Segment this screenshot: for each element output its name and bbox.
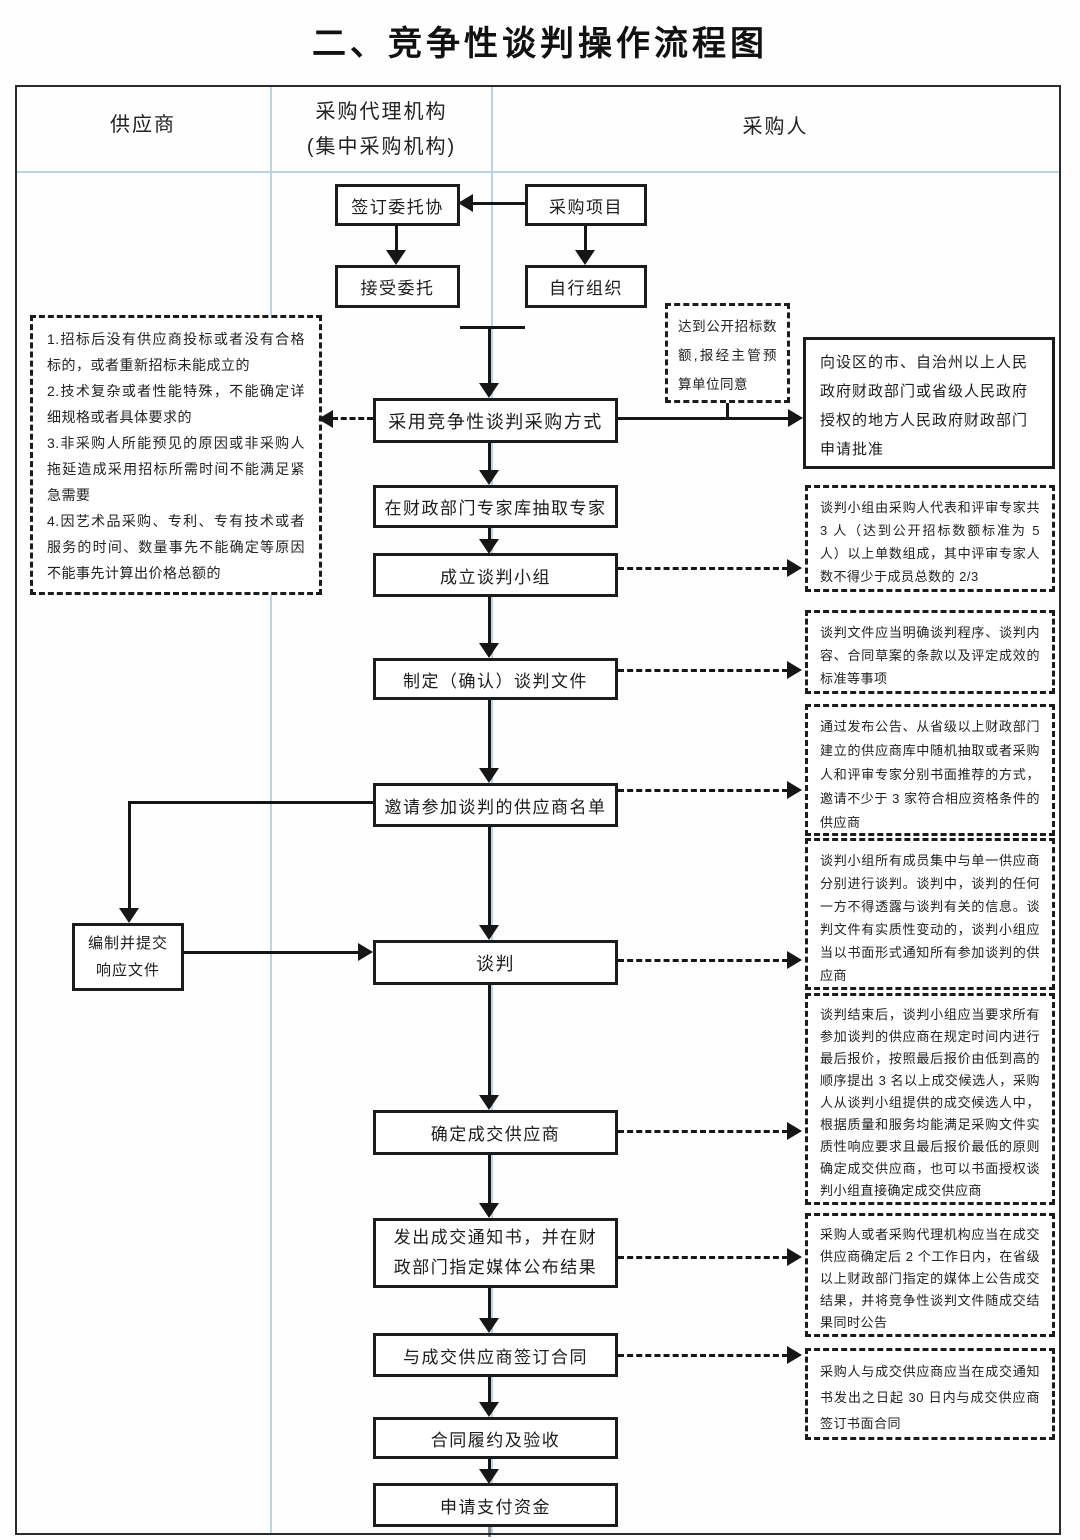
annotation-reason-3: 3.非采购人所能预见的原因或非采购人拖延造成采用招标所需时间不能满足紧急需要: [47, 435, 305, 503]
arrowhead-right-contract-to-deadline: [787, 1346, 802, 1364]
arrowhead-down-determine-to-notice: [479, 1203, 499, 1218]
connector-contract-to-deadline: [618, 1354, 788, 1357]
annotation-reason-4: 4.因艺术品采购、专利、专有技术或者服务的时间、数量事先不能确定等原因不能事先计…: [47, 513, 305, 581]
connector-experts-to-team: [488, 528, 491, 540]
node-prepare-response: 编制并提交 响应文件: [72, 923, 184, 991]
connector-contract-to-performance: [488, 1377, 491, 1403]
node-draw-experts: 在财政部门专家库抽取专家: [373, 485, 618, 528]
node-adopt-method: 采用竞争性谈判采购方式: [373, 398, 618, 443]
connector-project-to-sign: [472, 202, 525, 205]
annotation-team-composition: 谈判小组由采购人代表和评审专家共 3 人（达到公开招标数额标准为 5 人）以上单…: [805, 485, 1055, 592]
annotation-reasons: 1.招标后没有供应商投标或者没有合格标的，或者重新招标未能成立的 2.技术复杂或…: [30, 315, 322, 595]
arrowhead-down-sign-to-accept: [386, 250, 406, 265]
connector-determine-to-quote-rules: [618, 1130, 788, 1133]
arrowhead-right-invite-to-methods: [787, 781, 802, 799]
arrowhead-right-notice-to-announcement: [787, 1248, 802, 1266]
connector-invite-to-negotiate: [488, 827, 491, 926]
connector-join-to-adopt: [488, 326, 491, 385]
annotation-invitation-methods: 通过发布公告、从省级以上财政部门建立的供应商库中随机抽取或者采购人和评审专家分别…: [805, 704, 1055, 836]
chart-frame: [15, 85, 1061, 1535]
annotation-contract-deadline: 采购人与成交供应商应当在成交通知书发出之日起 30 日内与成交供应商签订书面合同: [805, 1348, 1055, 1440]
node-negotiate: 谈判: [373, 940, 618, 985]
connector-prepare-to-negotiate: [184, 951, 359, 954]
arrowhead-down-to-adopt: [479, 383, 499, 398]
node-accept-entrustment: 接受委托: [335, 265, 460, 308]
connector-adopt-to-experts: [488, 443, 491, 471]
connector-team-to-docs: [488, 597, 491, 644]
lane-divider-supplier-agency: [270, 87, 272, 1533]
annotation-reason-1: 1.招标后没有供应商投标或者没有合格标的，或者重新招标未能成立的: [47, 331, 305, 373]
prepare-response-line1: 编制并提交: [87, 935, 168, 952]
connector-sign-to-accept: [395, 226, 398, 252]
arrowhead-down-project-to-self: [575, 250, 595, 265]
connector-condition-to-line: [726, 403, 729, 420]
connector-team-to-composition: [618, 567, 788, 570]
prepare-response-line2: 响应文件: [95, 962, 160, 979]
node-issue-notice: 发出成交通知书，并在财政部门指定媒体公布结果: [373, 1218, 618, 1288]
node-apply-payment: 申请支付资金: [373, 1483, 618, 1527]
arrowhead-down-team-to-docs: [479, 643, 499, 658]
arrowhead-right-adopt-to-approval: [788, 409, 803, 427]
annotation-reason-2: 2.技术复杂或者性能特殊，不能确定详细规格或者具体要求的: [47, 383, 305, 425]
connector-docs-to-invite: [488, 700, 491, 769]
arrowhead-left-project-to-sign: [458, 194, 473, 212]
arrowhead-right-team-to-composition: [787, 559, 802, 577]
connector-invite-to-left: [128, 801, 373, 804]
arrowhead-down-docs-to-invite: [479, 768, 499, 783]
annotation-negotiation-rules: 谈判小组所有成员集中与单一供应商分别进行谈判。谈判中，谈判的任何一方不得透露与谈…: [805, 838, 1055, 990]
connector-adopt-to-approval: [618, 417, 788, 420]
arrowhead-right-determine-to-quote-rules: [787, 1122, 802, 1140]
node-sign-contract: 与成交供应商签订合同: [373, 1333, 618, 1377]
node-contract-performance: 合同履约及验收: [373, 1417, 618, 1459]
header-divider: [17, 171, 1059, 173]
arrowhead-down-experts-to-team: [479, 539, 499, 554]
annotation-announcement-rules: 采购人或者采购代理机构应当在成交供应商确定后 2 个工作日内，在省级以上财政部门…: [805, 1213, 1055, 1337]
node-procurement-project: 采购项目: [525, 184, 647, 226]
connector-left-down: [128, 801, 131, 909]
connector-determine-to-notice: [488, 1155, 491, 1204]
connector-payment-tail: [488, 1527, 491, 1537]
arrowhead-right-prepare-to-negotiate: [358, 943, 373, 961]
connector-negotiate-to-rules: [618, 959, 788, 962]
node-sign-agreement: 签订委托协: [335, 184, 460, 226]
annotation-open-tender-condition: 达到公开招标数额,报经主管预算单位同意: [665, 303, 790, 403]
annotation-final-quote-rules: 谈判结束后，谈判小组应当要求所有参加谈判的供应商在规定时间内进行最后报价，按照最…: [805, 993, 1055, 1205]
node-apply-approval: 向设区的市、自治州以上人民政府财政部门或省级人民政府授权的地方人民政府财政部门申…: [803, 337, 1055, 469]
lane-header-supplier: 供应商: [110, 114, 176, 136]
node-form-team: 成立谈判小组: [373, 553, 618, 597]
arrowhead-down-performance-to-payment: [479, 1469, 499, 1484]
arrowhead-right-negotiate-to-rules: [787, 951, 802, 969]
arrowhead-down-contract-to-performance: [479, 1402, 499, 1417]
lane-header-agency-line2: (集中采购机构): [306, 136, 457, 158]
arrowhead-down-negotiate-to-determine: [479, 1095, 499, 1110]
node-determine-supplier: 确定成交供应商: [373, 1110, 618, 1155]
arrowhead-down-adopt-to-experts: [479, 470, 499, 485]
lane-header-agency-line1: 采购代理机构: [315, 101, 448, 123]
lane-header-purchaser: 采购人: [742, 116, 809, 138]
arrowhead-down-to-prepare: [119, 908, 139, 923]
connector-invite-to-methods: [618, 789, 788, 792]
connector-performance-to-payment: [488, 1459, 491, 1470]
connector-adopt-to-reasons: [332, 417, 373, 420]
connector-notice-to-contract: [488, 1288, 491, 1319]
page-title: 二、竞争性谈判操作流程图: [312, 25, 768, 63]
annotation-document-requirements: 谈判文件应当明确谈判程序、谈判内容、合同草案的条款以及评定成效的标准等事项: [805, 610, 1055, 694]
arrowhead-left-adopt-to-reasons: [318, 410, 333, 428]
node-make-documents: 制定（确认）谈判文件: [373, 658, 618, 700]
arrowhead-right-docs-to-requirements: [787, 661, 802, 679]
connector-accept-self-join: [460, 326, 525, 329]
arrowhead-down-notice-to-contract: [479, 1318, 499, 1333]
node-invite-suppliers: 邀请参加谈判的供应商名单: [373, 783, 618, 827]
connector-notice-to-announcement: [618, 1256, 788, 1259]
arrowhead-down-invite-to-negotiate: [479, 925, 499, 940]
connector-project-to-self: [584, 226, 587, 252]
connector-negotiate-to-determine: [488, 985, 491, 1096]
connector-docs-to-requirements: [618, 669, 788, 672]
node-self-organize: 自行组织: [525, 265, 647, 308]
